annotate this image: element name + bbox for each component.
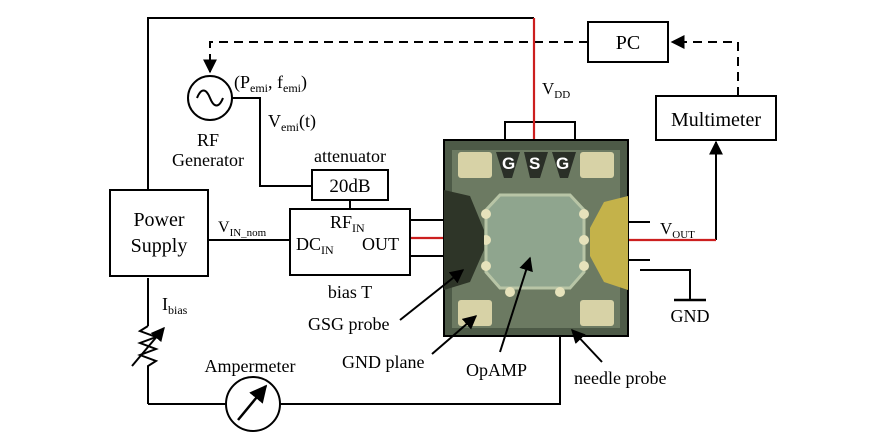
opamp-die — [484, 193, 586, 290]
attenuator-value: 20dB — [329, 176, 370, 197]
vin-nom-label: VIN_nom — [218, 219, 267, 239]
gnd-label: GND — [671, 306, 710, 326]
multimeter-block: Multimeter — [655, 95, 777, 141]
gnd-wire — [640, 269, 691, 300]
bottom-wire-right — [280, 335, 561, 405]
ibias-label: Ibias — [162, 294, 188, 317]
pc-block: PC — [587, 21, 669, 63]
bias-t-rf-label: RFIN — [330, 212, 365, 235]
pc-to-generator-dashed — [203, 41, 588, 74]
sine-wave-icon — [196, 89, 224, 107]
chip-g1-label: G — [502, 154, 515, 173]
resistor-adjust-arrow — [131, 326, 165, 367]
opamp-label: OpAMP — [466, 360, 527, 380]
power-supply-line1: Power — [133, 209, 184, 231]
gnd-plane-pointer — [431, 315, 478, 355]
power-supply-block: Power Supply — [109, 189, 209, 277]
rf-generator: RF Generator — [172, 75, 244, 170]
ampermeter-label: Ampermeter — [205, 356, 296, 376]
chip-g2-label: G — [556, 154, 569, 173]
die-bondpads — [481, 209, 589, 297]
resistor-zigzag — [137, 325, 159, 370]
pc-label: PC — [616, 32, 640, 54]
chip-pads — [458, 152, 614, 326]
top-gsg-probes — [496, 152, 576, 178]
power-supply-line2: Supply — [131, 235, 188, 257]
attenuator-title: attenuator — [314, 146, 386, 166]
rf-generator-line1: RF — [197, 130, 219, 150]
bias-t-title: bias T — [328, 282, 372, 302]
vemi-wire — [232, 97, 312, 187]
needle-probe-pointer — [571, 328, 603, 363]
gsg-probe-tip — [444, 190, 484, 290]
gnd-plane-label: GND plane — [342, 352, 424, 372]
opamp-pointer — [499, 256, 533, 353]
probe-top-frame — [504, 121, 576, 140]
bias-t-out-label: OUT — [362, 234, 399, 254]
annotation-arrows — [399, 256, 603, 363]
attenuator-block: 20dB attenuator — [311, 146, 389, 201]
chip-photo: G S G — [443, 139, 629, 337]
gnd-symbol: GND — [671, 298, 710, 326]
ampermeter: Ampermeter — [205, 356, 296, 432]
rf-generator-line2: Generator — [172, 150, 244, 170]
vout-label: VOUT — [660, 219, 695, 241]
ampermeter-symbol — [225, 376, 281, 432]
chip-s-label: S — [529, 154, 540, 173]
variable-resistor — [131, 325, 165, 370]
bias-t-dc-label: DCIN — [296, 234, 334, 257]
vemi-label: Vemi(t) — [268, 111, 316, 134]
multimeter-label: Multimeter — [671, 109, 761, 131]
vdd-label: VDD — [542, 79, 570, 101]
gsg-probe-pointer — [399, 269, 465, 321]
needle-probe-label: needle probe — [574, 368, 666, 388]
wiring — [147, 17, 691, 405]
control-lines — [203, 35, 739, 96]
needle-probe-tip — [590, 196, 628, 290]
bias-t-block: RFIN DCIN OUT bias T — [289, 208, 411, 302]
gsg-probe-label: GSG probe — [308, 314, 390, 334]
pemi-femi-label: (Pemi, femi) — [234, 72, 307, 95]
vdd-supply-wire — [147, 17, 534, 190]
ampermeter-needle-icon — [237, 384, 268, 421]
multimeter-to-pc-dashed — [670, 35, 739, 96]
